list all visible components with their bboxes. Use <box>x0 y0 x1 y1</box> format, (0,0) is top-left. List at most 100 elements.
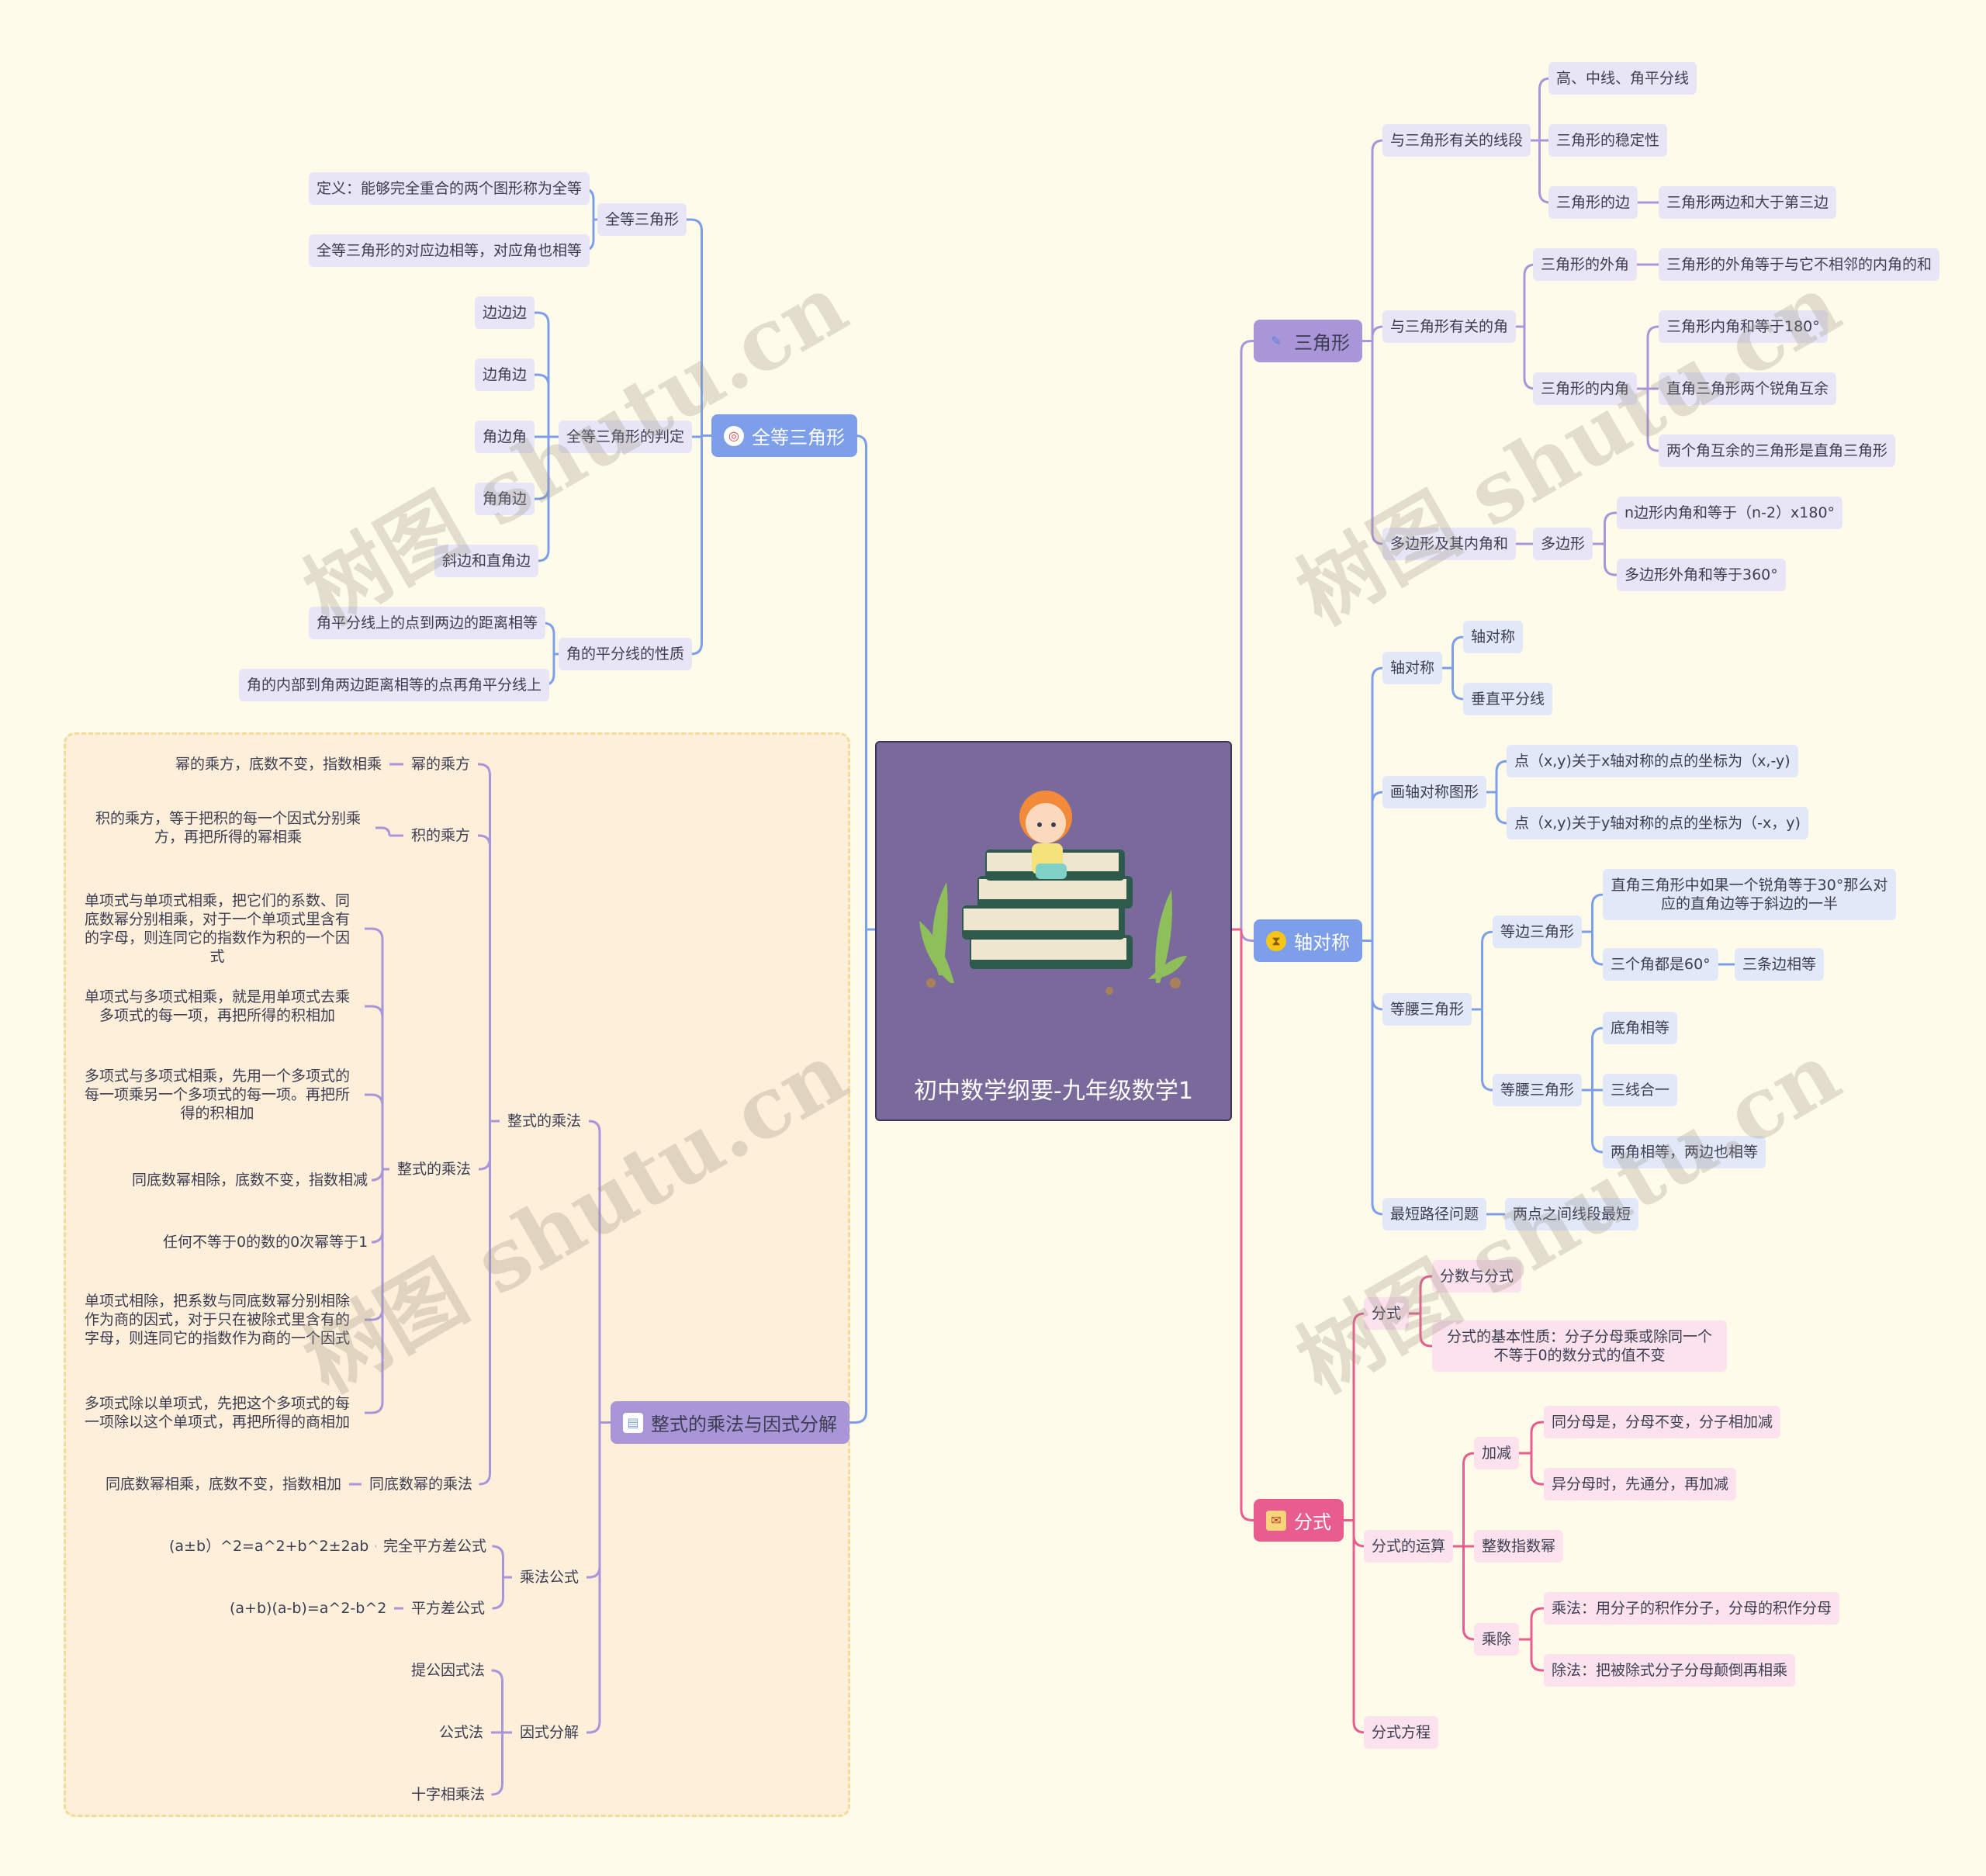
node-y-axis-symmetry[interactable]: 点（x,y)关于y轴对称的点的坐标为（-x，y) <box>1507 807 1808 839</box>
node-pingfangcha[interactable]: 平方差公式 <box>411 1600 486 1617</box>
node-waijiao-rule[interactable]: 三角形的外角等于与它不相邻的内角的和 <box>1659 248 1940 281</box>
node-wanquan-pingfang[interactable]: 完全平方差公式 <box>383 1538 487 1555</box>
node-chengfa-gongshi[interactable]: 乘法公式 <box>520 1569 580 1586</box>
node-fenshi-yunsuan[interactable]: 分式的运算 <box>1364 1530 1454 1563</box>
node-liangbian-he[interactable]: 三角形两边和大于第三边 <box>1659 186 1837 219</box>
node-rule-mono-divide[interactable]: 单项式相除，把系数与同底数幂分别相除作为商的因式，对于只在被除式里含有的字母，则… <box>84 1293 350 1347</box>
node-ruijiao-huyu[interactable]: 直角三角形两个锐角互余 <box>1659 372 1837 405</box>
node-x-axis-symmetry[interactable]: 点（x,y)关于x轴对称的点的坐标为（x,-y) <box>1507 745 1798 777</box>
connector-line <box>1240 929 1254 942</box>
node-mi-chengfang-rule[interactable]: 幂的乘方，底数不变，指数相乘 <box>175 756 382 773</box>
node-zhengshi-chengfa[interactable]: 整式的乘法 <box>507 1113 582 1130</box>
node-neijiao-180[interactable]: 三角形内角和等于180° <box>1659 310 1828 343</box>
node-zuiduan-lujing[interactable]: 最短路径问题 <box>1382 1198 1487 1230</box>
connector-line <box>1495 792 1508 825</box>
node-santiao-bian[interactable]: 三条边相等 <box>1735 948 1825 981</box>
node-waijiao[interactable]: 三角形的外角 <box>1533 248 1638 281</box>
node-rule-poly-divide[interactable]: 多项式除以单项式，先把这个多项式的每一项除以这个单项式，再把所得的商相加 <box>84 1395 350 1431</box>
node-rule-mono-poly[interactable]: 单项式与多项式相乘，就是用单项式去乘多项式的每一项，再把所得的积相加 <box>84 988 350 1024</box>
node-jiajian[interactable]: 加减 <box>1474 1437 1520 1469</box>
node-liangdian-xianduan[interactable]: 两点之间线段最短 <box>1505 1198 1639 1230</box>
node-neijiao[interactable]: 三角形的内角 <box>1533 372 1638 405</box>
node-sange-60[interactable]: 三个角都是60° <box>1603 948 1718 981</box>
node-dengyao-sanjiao-sub[interactable]: 等腰三角形 <box>1493 1074 1583 1106</box>
node-dengyao-sanjiao[interactable]: 等腰三角形 <box>1382 993 1472 1026</box>
node-yi-fenmu[interactable]: 异分母时，先通分，再加减 <box>1544 1468 1737 1500</box>
node-definition[interactable]: 定义：能够完全重合的两个图形称为全等 <box>309 172 590 205</box>
connector-line <box>1419 1314 1432 1348</box>
node-tigongyinshi[interactable]: 提公因式法 <box>411 1662 486 1679</box>
node-jiaopingfenxian[interactable]: 角的平分线的性质 <box>559 638 693 670</box>
node-dengbian-sanjiao[interactable]: 等边三角形 <box>1493 916 1583 948</box>
node-zhouduichen-leaf[interactable]: 轴对称 <box>1463 621 1524 653</box>
node-rule-mono-mono[interactable]: 单项式与单项式相乘，把它们的系数、同底数幂分别相乘，对于一个单项式里含有的字母，… <box>84 892 350 965</box>
connector-line <box>1371 940 1384 1011</box>
connector-line <box>849 929 867 1424</box>
node-panding[interactable]: 全等三角形的判定 <box>559 421 693 453</box>
node-liangjiao-xiangdeng[interactable]: 两角相等，两边也相等 <box>1603 1136 1766 1168</box>
node-zhengshi-chengfa-sub[interactable]: 整式的乘法 <box>397 1161 472 1178</box>
branch-zhengshi[interactable]: ▤ 整式的乘法与因式分解 <box>611 1401 849 1444</box>
node-zhouduichen-1[interactable]: 轴对称 <box>1382 652 1443 684</box>
node-ji-chengfang-rule[interactable]: 积的乘方，等于把积的每一个因式分别乘方，再把所得的幂相乘 <box>95 810 361 846</box>
node-zhengshu-zhishumi[interactable]: 整数指数幂 <box>1474 1530 1564 1563</box>
node-sanxian-heyi[interactable]: 三线合一 <box>1603 1074 1678 1106</box>
node-rule-zero-power[interactable]: 任何不等于0的数的0次幂等于1 <box>163 1234 368 1251</box>
node-gongshifa[interactable]: 公式法 <box>439 1724 484 1741</box>
node-sanjiao-xianduan[interactable]: 与三角形有关的线段 <box>1382 124 1531 157</box>
node-waijiao-360[interactable]: 多边形外角和等于360° <box>1617 559 1786 591</box>
node-n-bianxing[interactable]: n边形内角和等于（n-2）x180° <box>1617 497 1843 529</box>
node-rule-same-base-divide[interactable]: 同底数幂相除，底数不变，指数相减 <box>132 1172 368 1189</box>
node-jiben-xingzhi[interactable]: 分式的基本性质：分子分母乘或除同一个不等于0的数分式的值不变 <box>1432 1320 1727 1372</box>
node-tongdi-chengfa[interactable]: 同底数幂的乘法 <box>369 1476 473 1493</box>
node-gao-zhongxian[interactable]: 高、中线、角平分线 <box>1548 62 1697 95</box>
node-tongdi-chengfa-rule[interactable]: 同底数幂相乘，底数不变，指数相加 <box>106 1476 342 1493</box>
node-pingfangcha-formula[interactable]: (a+b)(a-b)=a^2-b^2 <box>230 1600 387 1617</box>
node-bisector-1[interactable]: 角平分线上的点到两边的距离相等 <box>309 607 546 639</box>
pencil-icon: ✎ <box>1271 334 1282 348</box>
node-hua-zhouduichen[interactable]: 画轴对称图形 <box>1382 776 1487 808</box>
node-chuizhi-pingfenxian[interactable]: 垂直平分线 <box>1463 683 1553 715</box>
node-chufa-rule[interactable]: 除法：把被除式分子分母颠倒再相乘 <box>1544 1654 1796 1687</box>
node-fenshu-yu-fenshi[interactable]: 分数与分式 <box>1432 1260 1522 1293</box>
node-fenshi-fangcheng[interactable]: 分式方程 <box>1364 1716 1439 1749</box>
node-shizi-xiangcheng[interactable]: 十字相乘法 <box>411 1786 486 1803</box>
branch-zhouduichen[interactable]: ⧗ 轴对称 <box>1254 919 1362 962</box>
node-duobianxing-neijiao[interactable]: 多边形及其内角和 <box>1382 528 1517 560</box>
branch-fenshi[interactable]: ✉ 分式 <box>1254 1499 1344 1542</box>
branch-label: 分式 <box>1294 1511 1331 1533</box>
connector-line <box>1591 932 1604 966</box>
node-dijiao-xiangdeng[interactable]: 底角相等 <box>1603 1012 1678 1044</box>
connector-line <box>690 435 703 656</box>
node-correspond[interactable]: 全等三角形的对应边相等，对应角也相等 <box>309 234 590 267</box>
node-yinshi-fenjie[interactable]: 因式分解 <box>520 1724 580 1741</box>
node-huyu-zhijiao[interactable]: 两个角互余的三角形是直角三角形 <box>1659 434 1896 467</box>
node-aas[interactable]: 角角边 <box>475 483 535 515</box>
branch-sanjiao[interactable]: ✎ 三角形 <box>1254 320 1362 362</box>
branch-quandeng[interactable]: ◎ 全等三角形 <box>711 414 857 457</box>
node-fenshi-1[interactable]: 分式 <box>1364 1297 1410 1330</box>
node-hl[interactable]: 斜边和直角边 <box>434 545 539 577</box>
node-bisector-2[interactable]: 角的内部到角两边距离相等的点再角平分线上 <box>239 669 550 701</box>
node-chengchu[interactable]: 乘除 <box>1474 1623 1520 1656</box>
node-30-degree-rule[interactable]: 直角三角形中如果一个锐角等于30°那么对应的直角边等于斜边的一半 <box>1603 869 1896 920</box>
node-mi-chengfang[interactable]: 幂的乘方 <box>411 756 471 773</box>
envelope-icon: ✉ <box>1266 1510 1286 1531</box>
node-wanquan-pingfang-formula[interactable]: (a±b）^2=a^2+b^2±2ab <box>169 1538 369 1555</box>
node-sas[interactable]: 边角边 <box>475 358 535 391</box>
node-ji-chengfang[interactable]: 积的乘方 <box>411 827 471 844</box>
node-duobianxing[interactable]: 多边形 <box>1533 528 1593 560</box>
node-sanjiao-jiao[interactable]: 与三角形有关的角 <box>1382 310 1517 343</box>
connector-line <box>1451 635 1464 668</box>
node-chengfa-rule[interactable]: 乘法：用分子的积作分子，分母的积作分母 <box>1544 1592 1840 1625</box>
connector-line <box>1240 929 1254 1521</box>
node-sss[interactable]: 边边边 <box>475 296 535 329</box>
node-tong-fenmu[interactable]: 同分母是，分母不变，分子相加减 <box>1544 1406 1781 1438</box>
node-rule-poly-poly[interactable]: 多项式与多项式相乘，先用一个多项式的每一项乘另一个多项式的每一项。再把所得的积相… <box>84 1068 350 1122</box>
node-quandeng-sanjiaoxing[interactable]: 全等三角形 <box>597 203 687 236</box>
node-wendingxing[interactable]: 三角形的稳定性 <box>1548 124 1668 157</box>
node-sanjiao-bian[interactable]: 三角形的边 <box>1548 186 1638 219</box>
connector-line <box>1352 1520 1365 1548</box>
center-topic[interactable]: 初中数学纲要-九年级数学1 <box>875 741 1232 1121</box>
node-asa[interactable]: 角边角 <box>475 421 535 453</box>
